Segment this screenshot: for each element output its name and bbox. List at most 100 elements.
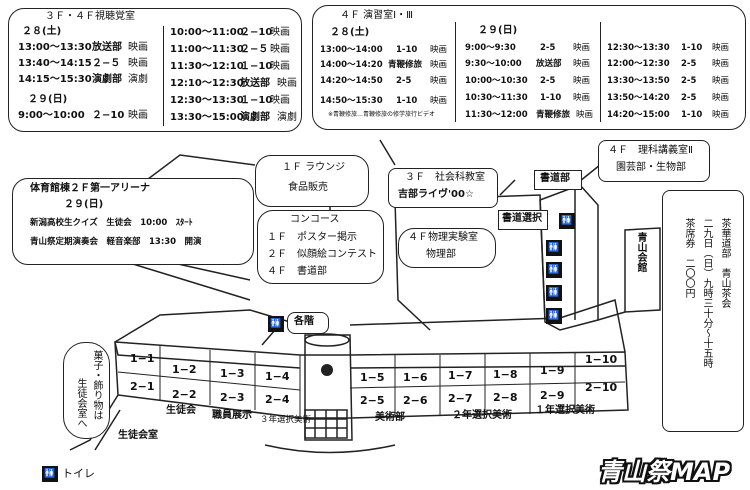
av-event: 映画 — [270, 27, 290, 38]
toilet-icon: 🚻 — [546, 285, 562, 301]
aoyama-building: 青山会館 — [635, 232, 646, 272]
av-time: 13:40～14:15 — [18, 58, 92, 69]
sem-event: 映画 — [573, 43, 591, 53]
physics-floor: ４Ｆ物理実験室 — [408, 232, 478, 243]
sweets-note-bubble — [63, 342, 110, 439]
sweets-note-line1: 菓子・飾り物は — [91, 350, 102, 420]
room-1-8: 1−8 — [493, 368, 518, 381]
sem-time: 11:30～12:00 — [465, 110, 528, 120]
concourse-bubble — [257, 210, 384, 284]
tea-ceremony-time: 二九日（日）九時三十分～十五時 — [701, 218, 712, 368]
sem-group: 青鞭修旅 — [536, 110, 571, 120]
sem-group: 1-10 — [681, 110, 703, 120]
science-room-bubble — [598, 140, 710, 182]
av-event: 演劇 — [128, 74, 148, 85]
av-group: 演劇部 — [92, 74, 122, 85]
sem-group: 1-10 — [396, 96, 418, 106]
room-1-10: 1−10 — [585, 353, 618, 366]
sem-group: 放送部 — [536, 59, 562, 69]
av-event: 映画 — [277, 78, 297, 89]
room-1-3: 1−3 — [220, 367, 245, 380]
science-room-clubs: 園芸部・生物部 — [616, 162, 686, 173]
av-time: 9:00～10:00 — [18, 110, 85, 121]
sem-group: 2-5 — [681, 93, 697, 103]
sem-time: 13:30～13:50 — [607, 76, 670, 86]
sem-time: 9:30～10:00 — [465, 59, 522, 69]
sem-time: 14:20～15:00 — [607, 110, 670, 120]
room-1-7: 1−7 — [448, 369, 473, 382]
sem-date-28: ２８(土) — [330, 27, 370, 38]
concourse-1f: １Ｆ ポスター掲示 — [267, 232, 357, 243]
sem-group: 1-10 — [540, 93, 562, 103]
third-year-art-label: ３年選択美術 — [260, 415, 312, 425]
sem-time: 10:30～11:30 — [465, 93, 528, 103]
av-group: ２−５ — [240, 44, 269, 55]
lounge-bubble — [255, 155, 369, 207]
room-2-8: 2−8 — [493, 391, 518, 404]
sem-event: 映画 — [712, 76, 730, 86]
sem-time: 12:00～12:30 — [607, 59, 670, 69]
av-time: 14:15～15:30 — [18, 74, 92, 85]
gym-title: 体育館棟２Ｆ第一アリーナ — [30, 183, 150, 194]
sem-time: 14:00～14:20 — [320, 60, 383, 70]
room-2-2: 2−2 — [172, 388, 197, 401]
toilet-icon: 🚻 — [268, 316, 284, 332]
av-time: 13:00～13:30 — [18, 42, 92, 53]
av-event: 映画 — [270, 95, 290, 106]
gym-date: ２９(日) — [64, 199, 104, 210]
sem-event: 映画 — [573, 93, 591, 103]
social-room-floor: ３Ｆ 社会科教室 — [405, 172, 485, 183]
room-2-9: 2−9 — [540, 389, 565, 402]
sem-event: 映画 — [430, 76, 448, 86]
student-council-label: 生徒会 — [166, 405, 196, 416]
sem-group: 2-5 — [681, 59, 697, 69]
concourse-4f: ４Ｆ 書道部 — [267, 266, 327, 277]
av-time: 12:30～13:30 — [170, 95, 244, 106]
sem-event: 映画 — [430, 45, 448, 55]
sem-note: ※青鞭修旅…青鞭修旅の修学旅行ビデオ — [328, 111, 436, 118]
av-event: 映画 — [270, 44, 290, 55]
toilet-icon: 🚻 — [546, 240, 562, 256]
sem-date-29: ２９(日) — [478, 25, 518, 36]
concourse-title: コンコース — [290, 214, 340, 225]
divider — [455, 22, 456, 122]
av-group: １−10 — [240, 95, 273, 106]
av-group: ２−５ — [92, 58, 121, 69]
av-group: 放送部 — [92, 42, 122, 53]
sem-event: 映画 — [576, 110, 594, 120]
sem-time: 13:50～14:20 — [607, 93, 670, 103]
av-event: 映画 — [128, 42, 148, 53]
shodo-sentaku-label: 書道選択 — [502, 213, 542, 224]
sem-event: 映画 — [430, 96, 448, 106]
room-2-7: 2−7 — [448, 392, 473, 405]
shodo-box — [534, 170, 582, 190]
shodo-label: 書道部 — [540, 173, 570, 184]
av-event: 映画 — [128, 58, 148, 69]
sem-event: 映画 — [573, 76, 591, 86]
sem-group: 2-5 — [540, 43, 556, 53]
gym-event-concert: 青山祭定期演奏会 軽音楽部 13:30 開演 — [30, 237, 202, 247]
sem-event: 映画 — [712, 43, 730, 53]
first-year-art-label: １年選択美術 — [535, 405, 595, 416]
concourse-2f: ２Ｆ 似顔絵コンテスト — [267, 249, 377, 260]
room-2-6: 2−6 — [403, 394, 428, 407]
toilet-legend-label: トイレ — [62, 467, 95, 480]
av-time: 13:30～15:00 — [170, 112, 244, 123]
room-1-6: 1−6 — [403, 371, 428, 384]
seminar-room-bubble — [312, 5, 746, 130]
toilet-icon: 🚻 — [546, 262, 562, 278]
room-1-1: 1−1 — [130, 352, 155, 365]
av-date-28: ２８(土) — [22, 26, 62, 37]
toilet-icon: 🚻 — [546, 308, 562, 324]
tea-ceremony-ticket: 茶席券 二〇〇円 — [683, 218, 694, 298]
divider — [163, 26, 164, 126]
sem-event: 映画 — [430, 60, 448, 70]
toilet-icon: 🚻 — [559, 213, 575, 229]
room-2-4: 2−4 — [265, 393, 290, 406]
social-room-event: 吉部ライヴ'00☆ — [398, 189, 474, 200]
audiovisual-title: ３Ｆ・４Ｆ視聴覚室 — [45, 11, 135, 22]
lounge-floor: １Ｆ ラウンジ — [282, 162, 346, 173]
social-room-bubble — [388, 168, 498, 208]
sem-time: 12:30～13:30 — [607, 43, 670, 53]
av-group: 演劇部 — [240, 112, 270, 123]
